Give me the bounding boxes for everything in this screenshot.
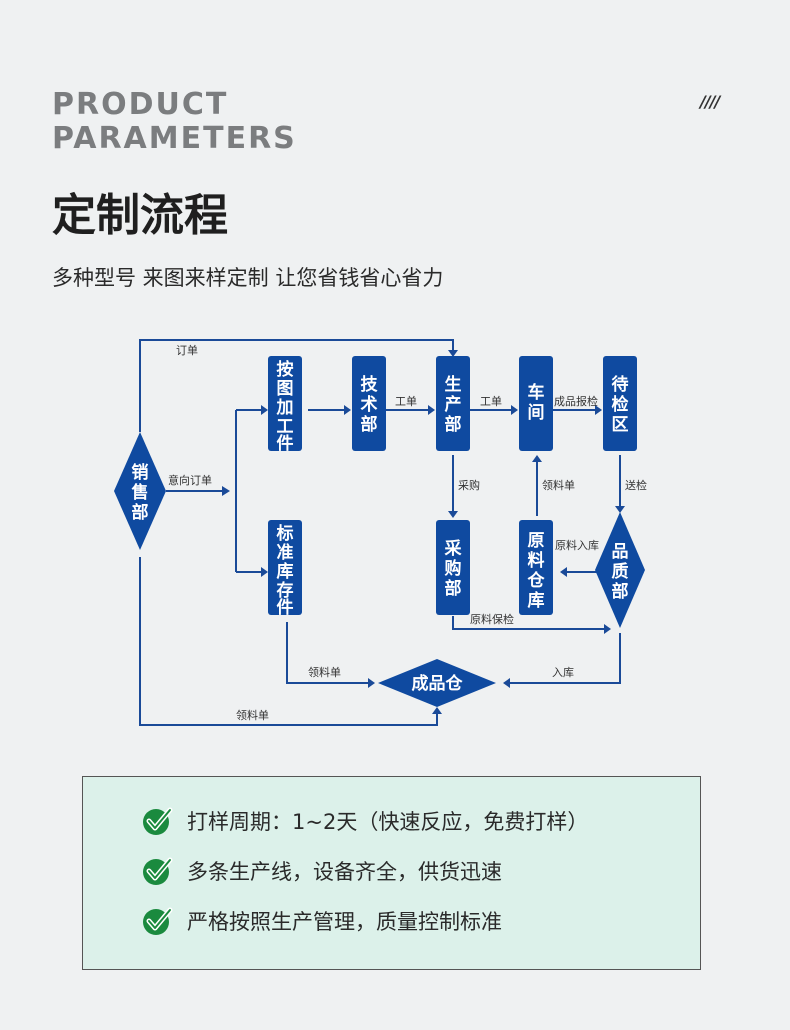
node-finished-warehouse: 成品仓 — [378, 659, 496, 707]
svg-text:件: 件 — [277, 433, 294, 454]
edge-label-warehouse-in: 入库 — [552, 666, 574, 679]
feature-text: 打样周期：1~2天（快速反应，免费打样） — [187, 810, 589, 834]
check-circle-icon — [143, 807, 173, 835]
node-drawing: 按 图 加 工 件 — [268, 356, 302, 454]
node-sales-char-3: 部 — [132, 502, 149, 523]
slash-decoration: //// — [700, 92, 720, 111]
node-production: 生 产 部 — [436, 356, 470, 451]
svg-text:质: 质 — [612, 562, 629, 582]
connector-lines — [139, 339, 621, 726]
edge-label-finished-report: 成品报检 — [554, 394, 598, 408]
node-sales: 销 售 部 — [114, 432, 166, 550]
node-workshop: 车 间 — [519, 356, 553, 451]
svg-text:待: 待 — [612, 374, 629, 395]
header-en-line2: PARAMETERS — [52, 121, 297, 156]
svg-text:检: 检 — [612, 394, 629, 415]
feature-item: 多条生产线，设备齐全，供货迅速 — [141, 854, 502, 888]
node-finished-warehouse-label: 成品仓 — [412, 673, 464, 694]
svg-text:标: 标 — [277, 523, 294, 544]
edge-label-material-slip-1: 领料单 — [542, 478, 575, 492]
feature-text: 多条生产线，设备齐全，供货迅速 — [187, 860, 502, 884]
edge-label-raw-qc: 原料保检 — [470, 612, 514, 626]
edge-label-order: 订单 — [176, 344, 198, 357]
features-panel: 打样周期：1~2天（快速反应，免费打样） 多条生产线，设备齐全，供货迅速 严格按… — [82, 776, 701, 970]
node-sales-char-1: 销 — [132, 462, 149, 483]
svg-text:仓: 仓 — [527, 570, 546, 591]
svg-text:准: 准 — [277, 543, 294, 563]
edge-label-purchase: 采购 — [458, 478, 480, 492]
node-raw-warehouse: 原 料 仓 库 — [519, 520, 553, 615]
svg-text:区: 区 — [612, 415, 629, 435]
feature-item: 打样周期：1~2天（快速反应，免费打样） — [141, 804, 588, 838]
edge-label-material-slip-2: 领料单 — [308, 665, 341, 679]
feature-text: 严格按照生产管理，质量控制标准 — [187, 910, 502, 934]
edge-label-work-order-1: 工单 — [395, 395, 417, 408]
svg-text:生: 生 — [445, 374, 462, 395]
connector-arrowheads — [222, 350, 625, 714]
edge-labels: 订单 意向订单 工单 工单 成品报检 采购 领料单 送检 原料入库 原料保检 领… — [168, 344, 647, 722]
process-flowchart: 销 售 部 按 图 加 工 件 技 术 部 生 产 部 车 间 待 检 区 标 … — [114, 339, 647, 726]
svg-text:采: 采 — [444, 539, 462, 559]
page-subtitle: 多种型号 来图来样定制 让您省钱省心省力 — [52, 266, 444, 290]
svg-text:加: 加 — [276, 398, 294, 418]
edge-label-intent-order: 意向订单 — [168, 473, 212, 487]
edge-label-material-slip-3: 领料单 — [236, 708, 269, 722]
svg-text:按: 按 — [277, 359, 294, 380]
svg-text:部: 部 — [612, 581, 629, 602]
node-sales-char-2: 售 — [132, 482, 149, 503]
svg-text:库: 库 — [528, 590, 545, 611]
svg-text:部: 部 — [445, 578, 462, 599]
check-circle-icon — [143, 907, 173, 935]
svg-text:部: 部 — [361, 414, 378, 435]
svg-text:术: 术 — [361, 394, 378, 415]
svg-text:间: 间 — [528, 402, 545, 423]
svg-text:库: 库 — [277, 561, 294, 582]
page-title: 定制流程 — [52, 190, 228, 241]
svg-text:购: 购 — [445, 558, 462, 579]
node-purchasing: 采 购 部 — [436, 520, 470, 615]
svg-text:部: 部 — [445, 414, 462, 435]
svg-text:图: 图 — [277, 379, 294, 399]
header-en-title: PRODUCT PARAMETERS — [52, 88, 297, 156]
svg-text:工: 工 — [277, 417, 294, 437]
feature-item: 严格按照生产管理，质量控制标准 — [141, 904, 502, 938]
header-en-line1: PRODUCT — [52, 87, 229, 122]
node-tech: 技 术 部 — [352, 356, 386, 451]
node-standard-stock: 标 准 库 存 件 — [268, 520, 302, 618]
svg-text:件: 件 — [277, 597, 294, 618]
svg-text:产: 产 — [445, 394, 462, 415]
node-quality: 品 质 部 — [595, 512, 645, 628]
svg-text:技: 技 — [361, 374, 379, 395]
svg-text:存: 存 — [277, 580, 294, 601]
edge-label-work-order-2: 工单 — [480, 395, 502, 408]
check-circle-icon — [143, 857, 173, 885]
edge-label-raw-in: 原料入库 — [555, 538, 599, 552]
edge-label-send-inspect: 送检 — [625, 478, 647, 492]
node-inspection-area: 待 检 区 — [603, 356, 637, 451]
svg-text:车: 车 — [528, 382, 545, 403]
svg-text:原: 原 — [528, 531, 545, 551]
svg-text:料: 料 — [528, 550, 545, 571]
svg-text:品: 品 — [612, 542, 629, 562]
